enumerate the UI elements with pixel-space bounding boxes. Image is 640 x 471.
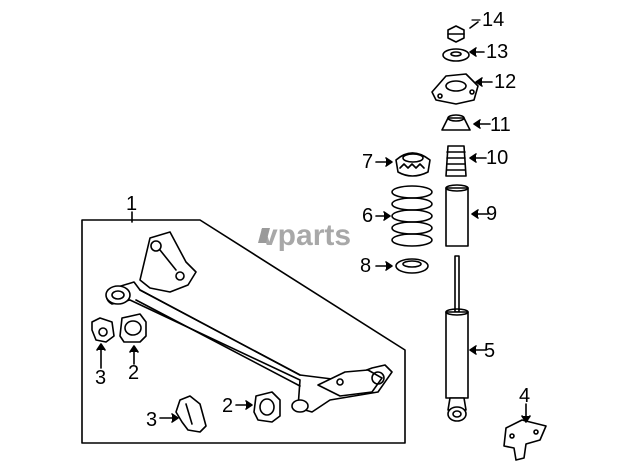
callout-2-bottom: 2 bbox=[222, 395, 234, 417]
bracket-3-bottom bbox=[159, 395, 207, 433]
bushing-2-bottom bbox=[235, 391, 281, 423]
dust-boot-10 bbox=[445, 145, 487, 177]
rear-axle-beam bbox=[105, 231, 393, 413]
nut-14 bbox=[447, 19, 481, 43]
callout-14: 14 bbox=[482, 9, 505, 31]
callout-13: 13 bbox=[486, 41, 509, 63]
upper-spring-seat-7 bbox=[375, 152, 431, 177]
callout-6: 6 bbox=[362, 205, 374, 227]
callout-8: 8 bbox=[360, 255, 372, 277]
bushing-2-left bbox=[119, 313, 147, 365]
callout-5: 5 bbox=[484, 340, 496, 362]
callout-4: 4 bbox=[519, 385, 531, 407]
upper-mount-12 bbox=[431, 73, 493, 105]
callout-3-bottom: 3 bbox=[146, 409, 158, 431]
callout-1: 1 bbox=[126, 193, 138, 215]
watermark-logo bbox=[258, 228, 270, 243]
callout-9: 9 bbox=[486, 203, 498, 225]
callout-7: 7 bbox=[362, 151, 374, 173]
coil-spring-6 bbox=[375, 185, 433, 247]
shock-cover-9 bbox=[445, 184, 489, 247]
axle-assembly-frame bbox=[81, 219, 406, 444]
lower-spring-seat-8 bbox=[375, 258, 429, 274]
watermark-text: vparts bbox=[261, 219, 352, 252]
washer-13 bbox=[442, 47, 485, 62]
callout-3-left: 3 bbox=[95, 367, 107, 389]
bracket-4 bbox=[503, 403, 547, 461]
callout-12: 12 bbox=[494, 71, 517, 93]
callout-11: 11 bbox=[490, 114, 511, 136]
callout-10: 10 bbox=[486, 147, 509, 169]
bump-stop-11 bbox=[441, 114, 491, 131]
callout-2-left: 2 bbox=[128, 362, 140, 384]
shock-absorber-5 bbox=[445, 255, 487, 422]
bracket-3-left bbox=[91, 317, 115, 369]
